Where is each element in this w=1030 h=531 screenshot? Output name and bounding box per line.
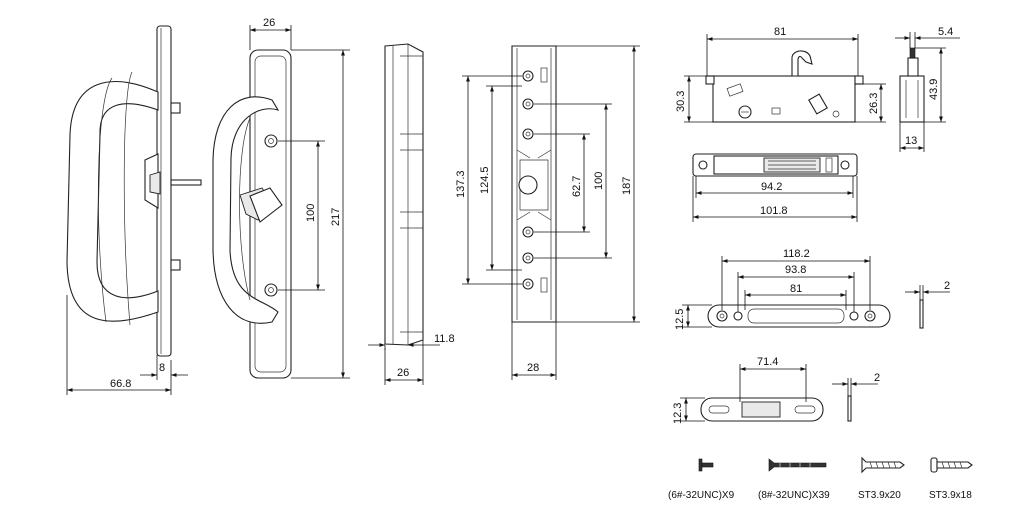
screw-8-32-x39: (8#-32UNC)X39: [758, 458, 830, 501]
dim-label: 11.8: [434, 333, 455, 345]
dim-label: 101.8: [760, 205, 788, 217]
dim-label: 187: [621, 177, 633, 195]
dimension-66-8: 66.8: [66, 295, 172, 395]
dim-label: 62.7: [571, 176, 583, 197]
dimension-118-2: 118.2: [721, 248, 871, 310]
dimension-81-top: 81: [706, 26, 859, 76]
dimension-62-7: 62.7: [534, 133, 590, 233]
dim-label: 66.8: [110, 378, 131, 390]
strike-plate: [700, 397, 824, 422]
dimension-26-3: 26.3: [855, 83, 886, 123]
dimension-100-mortise: 100: [534, 103, 612, 259]
dim-label: 71.4: [757, 356, 778, 368]
dim-label: 2: [944, 280, 950, 292]
dim-label: 137.3: [455, 170, 467, 198]
dimension-137-3: 137.3: [455, 75, 522, 285]
screw-st3-9x18: ST3.9x18: [929, 457, 973, 501]
dimension-28: 28: [511, 322, 557, 380]
screw-label: (6#-32UNC)X9: [668, 490, 735, 501]
dimension-93-8: 93.8: [737, 264, 855, 312]
dim-label: 100: [593, 172, 605, 190]
dimension-30-3: 30.3: [675, 75, 713, 123]
dim-label: 124.5: [479, 166, 491, 194]
dimension-100-holes: 100: [278, 140, 325, 291]
strike-thickness-view: 2: [832, 372, 880, 422]
lock-body: [705, 50, 864, 123]
dimension-81-keeper: 81: [744, 283, 847, 310]
screw-label: ST3.9x18: [929, 490, 972, 501]
trim-side-profile: [384, 43, 424, 346]
dim-label: 26.3: [868, 93, 880, 114]
dim-label: 26: [397, 367, 409, 379]
dimension-101-8: 101.8: [692, 176, 858, 222]
dimension-43-9: 43.9: [915, 47, 946, 123]
screw-st3-9x20: ST3.9x20: [858, 456, 905, 501]
dimension-11-8: 11.8: [368, 333, 455, 350]
dimension-26-side: 26: [384, 340, 424, 385]
screw-label: ST3.9x20: [858, 490, 901, 501]
dim-label: 12.3: [672, 403, 684, 424]
dim-label: 2: [874, 372, 880, 384]
keeper-plate: [707, 304, 891, 328]
dim-label: 100: [305, 204, 317, 222]
dim-label: 12.5: [674, 309, 686, 330]
mortise-backplate: [511, 45, 557, 323]
dimension-124-5: 124.5: [479, 85, 522, 271]
dim-label: 81: [774, 26, 786, 38]
dimension-13: 13: [899, 122, 925, 152]
dim-label: 94.2: [761, 181, 782, 193]
dim-label: 8: [159, 362, 165, 374]
dimension-5-4: 5.4: [895, 26, 960, 48]
dim-label: 30.3: [675, 91, 687, 112]
dimension-71-4: 71.4: [739, 356, 807, 402]
lock-side-view: [899, 47, 925, 123]
dimension-187: 187: [556, 45, 640, 323]
dim-label: 28: [527, 362, 539, 374]
dim-label: 81: [790, 283, 802, 295]
keeper-thickness-view: 2: [905, 280, 950, 329]
interior-handle-side-view: [66, 25, 202, 357]
dimension-8: 8: [140, 355, 188, 380]
dimension-12-3: 12.3: [672, 397, 705, 424]
dimension-12-5: 12.5: [674, 304, 712, 330]
dim-label: 217: [330, 208, 342, 226]
dim-label: 26: [263, 17, 275, 29]
dim-label: 13: [905, 135, 917, 147]
screw-6-32-x9: (6#-32UNC)X9: [668, 458, 735, 501]
dimension-94-2: 94.2: [695, 176, 854, 198]
dim-label: 43.9: [928, 79, 940, 100]
dimension-217: 217: [291, 49, 350, 379]
dimension-26-top: 26: [249, 17, 292, 50]
dim-label: 118.2: [783, 248, 810, 260]
screw-label: (8#-32UNC)X39: [758, 490, 830, 501]
dim-label: 5.4: [938, 26, 953, 38]
dim-label: 93.8: [785, 264, 806, 276]
exterior-trim-front-view: [212, 49, 292, 379]
faceplate: [692, 153, 858, 177]
